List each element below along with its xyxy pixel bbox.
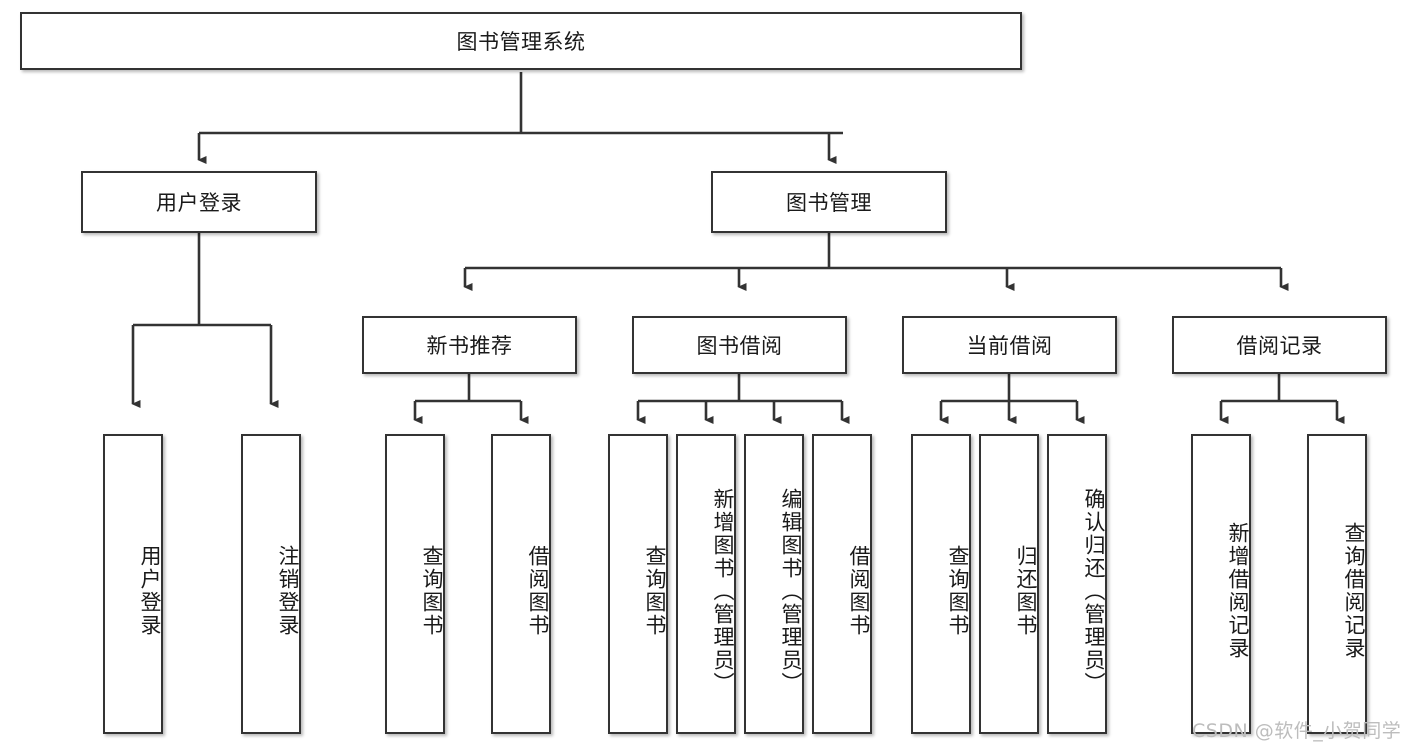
node-label: 注销登录 xyxy=(276,545,300,637)
node-label: 当前借阅 xyxy=(966,334,1053,358)
node-label: 归还图书 xyxy=(1014,545,1038,637)
node-label: 图书管理系统 xyxy=(456,30,586,54)
leaf-recommend-query-book[interactable]: 查询图书 xyxy=(385,434,445,734)
leaf-current-return-book[interactable]: 归还图书 xyxy=(979,434,1039,734)
node-label: 查询图书 xyxy=(946,545,970,637)
node-current-borrow[interactable]: 当前借阅 xyxy=(902,316,1117,374)
leaf-recommend-borrow-book[interactable]: 借阅图书 xyxy=(491,434,551,734)
leaf-borrow-borrow-book[interactable]: 借阅图书 xyxy=(812,434,872,734)
node-label: 用户登录 xyxy=(156,191,242,215)
node-label: 查询借阅记录 xyxy=(1342,522,1366,660)
node-new-book-recommend[interactable]: 新书推荐 xyxy=(362,316,577,374)
node-label: 借阅图书 xyxy=(847,545,871,637)
node-borrow-record[interactable]: 借阅记录 xyxy=(1172,316,1387,374)
node-label: 新增借阅记录 xyxy=(1226,522,1250,660)
leaf-borrow-query-book[interactable]: 查询图书 xyxy=(608,434,668,734)
node-label: 借阅记录 xyxy=(1236,334,1323,358)
node-root-system[interactable]: 图书管理系统 xyxy=(20,12,1022,70)
node-label: 借阅图书 xyxy=(526,545,550,637)
node-book-management[interactable]: 图书管理 xyxy=(711,171,947,233)
leaf-current-query-book[interactable]: 查询图书 xyxy=(911,434,971,734)
leaf-record-add-record[interactable]: 新增借阅记录 xyxy=(1191,434,1251,734)
node-label: 图书管理 xyxy=(786,191,872,215)
node-book-borrow[interactable]: 图书借阅 xyxy=(632,316,847,374)
leaf-record-query-record[interactable]: 查询借阅记录 xyxy=(1307,434,1367,734)
node-label: 查询图书 xyxy=(643,545,667,637)
node-label: 用户登录 xyxy=(138,545,162,637)
node-label: 图书借阅 xyxy=(696,334,783,358)
leaf-borrow-edit-book[interactable]: 编辑图书（管理员） xyxy=(744,434,804,734)
node-label: 新书推荐 xyxy=(426,334,513,358)
node-user-login[interactable]: 用户登录 xyxy=(81,171,317,233)
node-label: 编辑图书（管理员） xyxy=(779,487,803,695)
leaf-user-login-login[interactable]: 用户登录 xyxy=(103,434,163,734)
leaf-user-login-logout[interactable]: 注销登录 xyxy=(241,434,301,734)
watermark: CSDN @软件_小贺同学 xyxy=(1192,720,1402,742)
node-label: 新增图书（管理员） xyxy=(711,487,735,695)
node-label: 确认归还（管理员） xyxy=(1082,487,1106,695)
node-label: 查询图书 xyxy=(420,545,444,637)
leaf-borrow-add-book[interactable]: 新增图书（管理员） xyxy=(676,434,736,734)
leaf-current-confirm-return[interactable]: 确认归还（管理员） xyxy=(1047,434,1107,734)
